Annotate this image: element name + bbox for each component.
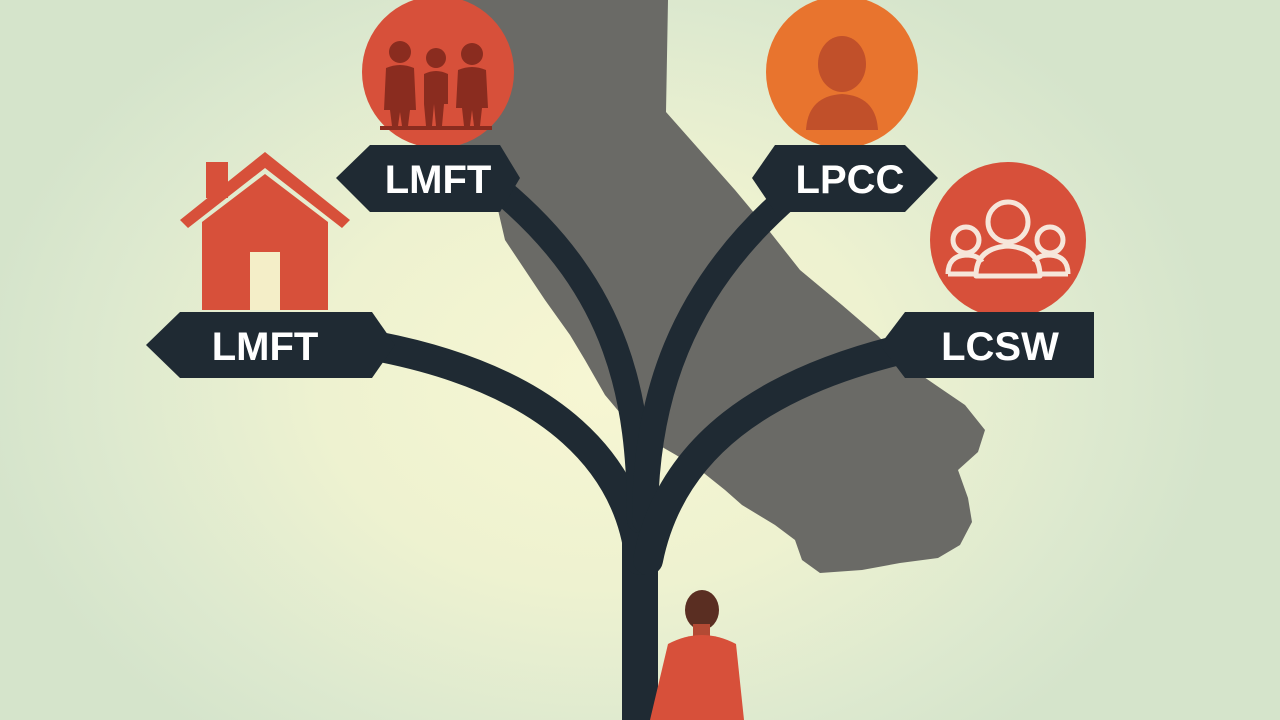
sign-lower-right-label: LCSW: [941, 325, 1059, 369]
family-badge: [362, 0, 514, 148]
group-icon: [945, 199, 1071, 279]
sign-upper-right-label: LPCC: [796, 158, 905, 202]
branch-upper-right: [632, 182, 803, 533]
branching-paths: [355, 177, 935, 720]
house-icon: [180, 152, 350, 310]
sign-lower-right: LCSW: [880, 312, 1094, 378]
family-icon: [380, 41, 492, 130]
sign-lower-left: LMFT: [146, 312, 395, 378]
walking-person: [650, 590, 744, 720]
person-icon: [806, 36, 878, 130]
sign-upper-left: LMFT: [336, 145, 520, 212]
branch-lower-right: [633, 330, 935, 575]
sign-upper-right: LPCC: [752, 145, 938, 212]
group-badge: [930, 162, 1086, 318]
sign-upper-left-label: LMFT: [385, 158, 492, 202]
person-badge: [766, 0, 918, 148]
sign-lower-left-label: LMFT: [212, 325, 319, 369]
